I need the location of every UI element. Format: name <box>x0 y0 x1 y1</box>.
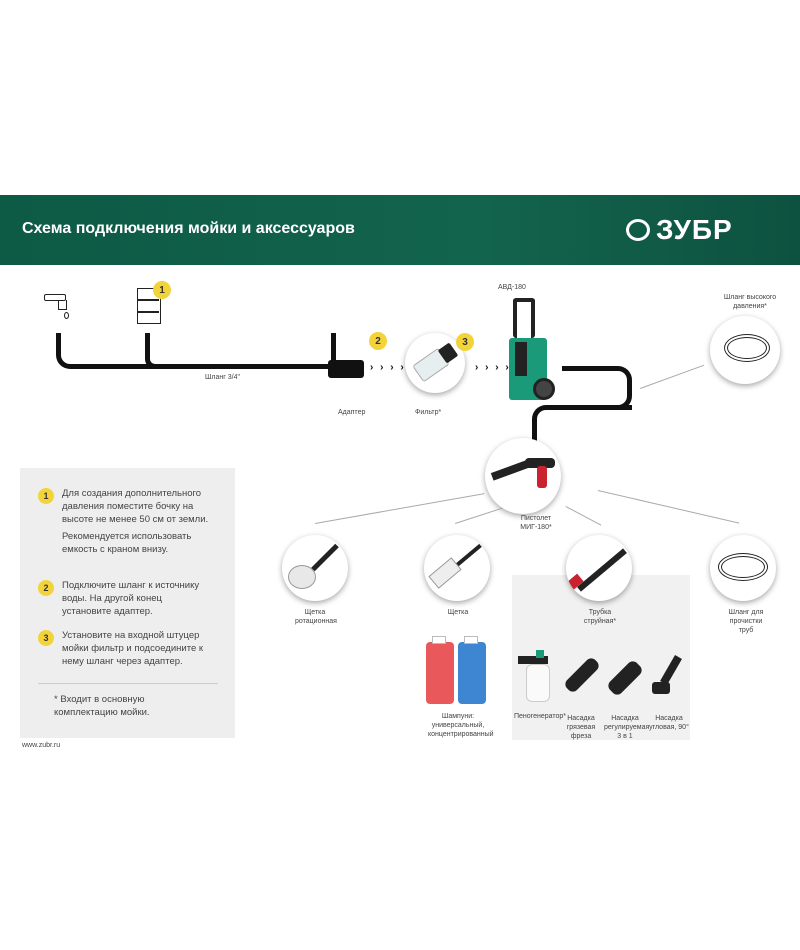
drain-hose-image <box>710 535 776 601</box>
accessory-label: Щетка <box>447 609 469 616</box>
connector-line <box>315 493 485 524</box>
extra-label: Насадка угловая, 90° <box>649 715 689 732</box>
rotary-brush-image <box>282 535 348 601</box>
extra-label: Насадка регулируемая 3 в 1 <box>604 715 650 741</box>
step-badge-1: 1 <box>153 281 171 299</box>
instruction-text: Установите на входной штуцер мойки фильт… <box>62 630 204 667</box>
header-banner <box>0 195 800 265</box>
extra-label: Шампуни: универсальный, концентрированны… <box>428 713 494 739</box>
angled-nozzle-tip <box>652 682 670 694</box>
brush-image <box>424 535 490 601</box>
water-hose <box>56 333 336 369</box>
gun-label: Пистолет МИГ-180* <box>520 515 552 532</box>
website-link[interactable]: www.zubr.ru <box>22 742 61 749</box>
barrel-hose <box>145 333 157 369</box>
footnote: * Входит в основную комплектацию мойки. <box>54 694 150 718</box>
adapter-label: Адаптер <box>338 409 366 416</box>
hp-hose-image <box>710 316 780 384</box>
connector-line <box>597 490 740 524</box>
divider <box>38 683 218 684</box>
accessory-label: Шланг для прочистки труб <box>728 609 764 635</box>
pressure-washer-image <box>505 298 565 406</box>
gun-hose <box>532 405 632 445</box>
filter-image <box>405 333 465 393</box>
logo-text: ЗУБР <box>656 214 733 245</box>
step-badge: 2 <box>38 580 54 596</box>
hp-hose-label: Шланг высокого давления* <box>723 294 777 311</box>
adapter <box>328 360 364 378</box>
step-badge-2: 2 <box>369 332 387 350</box>
accessory-label: Трубка струйная* <box>583 609 617 626</box>
hose-label: Шланг 3/4" <box>205 374 240 381</box>
instruction-text: Для создания дополнительного давления по… <box>62 488 209 525</box>
instruction-text: Рекомендуется использовать емкость с кра… <box>62 531 192 556</box>
barrel-icon <box>137 288 161 324</box>
connector-line <box>455 507 503 524</box>
lance-image <box>566 535 632 601</box>
step-badge: 3 <box>38 630 54 646</box>
high-pressure-hose <box>562 366 632 410</box>
filter-label: Фильтр* <box>415 409 442 416</box>
flow-arrows: › › › › <box>475 362 511 373</box>
extra-label: Насадка грязевая фреза <box>566 715 596 741</box>
washer-label: АВД-180 <box>498 284 526 291</box>
flow-arrows: › › › › <box>370 362 406 373</box>
instructions-panel: 1 Для создания дополнительного давления … <box>20 468 235 738</box>
connector-line <box>565 506 602 526</box>
shampoo-bottles-image <box>420 636 490 708</box>
page-title: Схема подключения мойки и аксессуаров <box>22 220 355 237</box>
extra-label: Пеногенератор* <box>514 713 567 720</box>
faucet-icon <box>44 290 74 319</box>
step-badge-3: 3 <box>456 333 474 351</box>
logo-icon <box>626 219 650 241</box>
step-badge: 1 <box>38 488 54 504</box>
foam-generator-image <box>518 650 554 704</box>
connector-line <box>640 364 705 389</box>
brand-logo: ЗУБР <box>626 214 733 246</box>
accessory-label: Щетка ротационная <box>295 609 337 626</box>
instruction-text: Подключите шланг к источнику воды. На др… <box>62 580 200 617</box>
gun-image <box>485 438 561 514</box>
